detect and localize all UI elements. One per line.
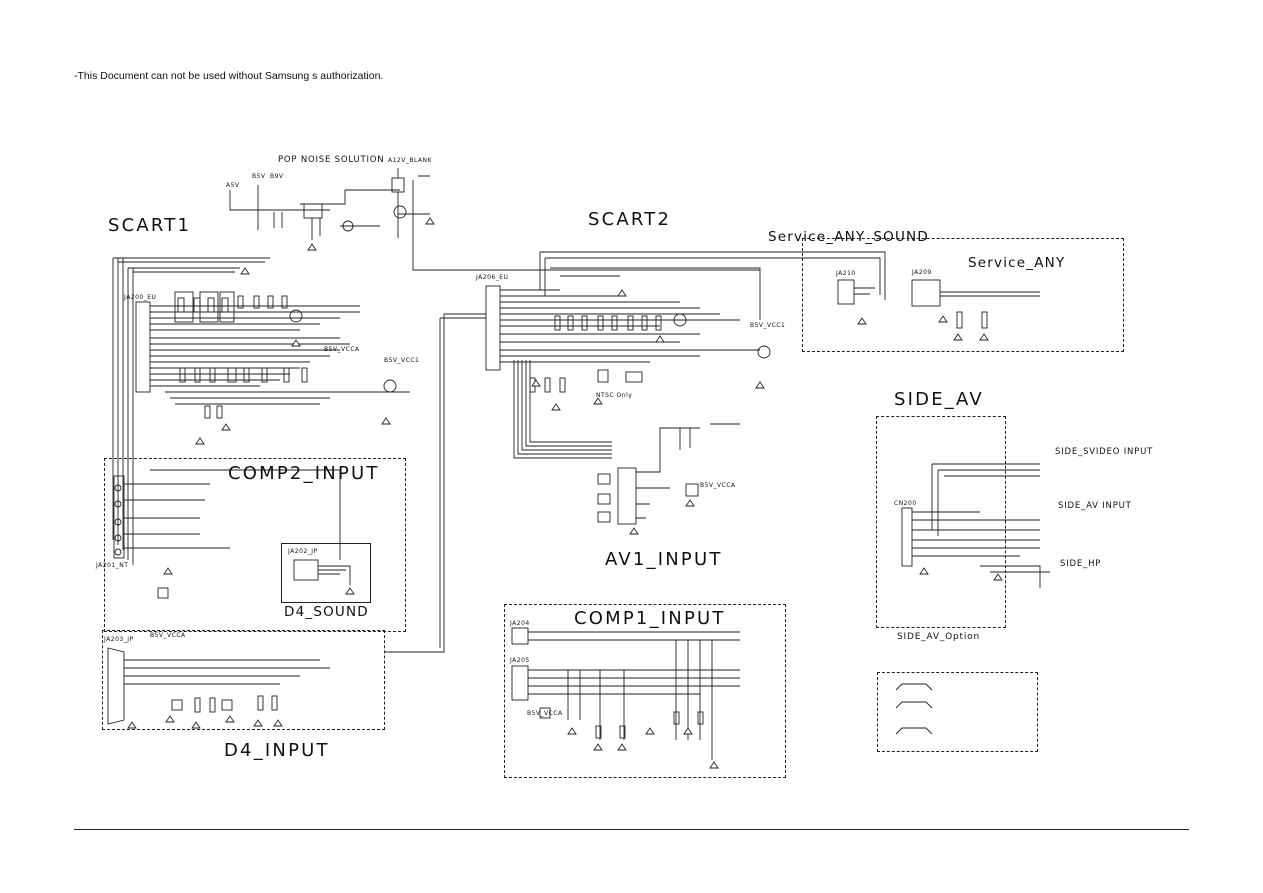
d4-input-circuit — [107, 647, 330, 725]
comp1-input-box — [504, 604, 786, 778]
side-hp-title: SIDE_HP — [1060, 559, 1102, 569]
d4-sound-title: D4_SOUND — [284, 604, 369, 620]
footer-rule — [74, 829, 1189, 830]
cn200-label: CN200 — [894, 500, 917, 507]
authorization-notice: -This Document can not be used without S… — [74, 70, 384, 82]
b5v-vcc1-label-2: B5V_VCC1 — [750, 322, 786, 329]
ja200-label: JA200_EU — [124, 294, 157, 301]
ntsc-only-label: NTSC Only — [596, 392, 633, 399]
service-circuit — [837, 279, 1040, 329]
scart1-connector — [135, 301, 151, 393]
side-svideo-title: SIDE_SVIDEO INPUT — [1055, 447, 1154, 457]
legend-symbols — [895, 683, 933, 735]
pop-noise-circuit — [229, 168, 760, 271]
comp2-input-title: COMP2_INPUT — [228, 463, 380, 484]
b5v-vcca-label-4: B5V_VCCA — [527, 710, 563, 717]
scart1-component-bank — [174, 291, 397, 419]
side-av-box — [876, 416, 1006, 628]
b5v-label: B5V — [252, 173, 266, 180]
av1-input-title: AV1_INPUT — [605, 549, 723, 570]
legend-box — [877, 672, 1038, 752]
scart2-title: SCART2 — [588, 209, 672, 230]
side-av-title: SIDE_AV — [894, 389, 984, 410]
service-any-sound-title: Service_ANY_SOUND — [768, 229, 929, 245]
ja202-label: JA202_JP — [288, 548, 318, 555]
side-av-input-title: SIDE_AV INPUT — [1058, 501, 1132, 511]
a12v-label: A12V_BLANK — [388, 157, 432, 164]
comp1-input-title: COMP1_INPUT — [574, 608, 726, 629]
b5v-vcca-label-2: B5V_VCCA — [700, 482, 736, 489]
side-av-option-title: SIDE_AV_Option — [897, 632, 980, 642]
comp2-input-circuit — [113, 469, 351, 599]
d4-input-title: D4_INPUT — [224, 740, 330, 761]
b5v-vcca-label: B5V_VCCA — [324, 346, 360, 353]
ja209-label: JA209 — [912, 269, 932, 276]
a5v-label: A5V — [226, 182, 240, 189]
ja203-label: JA203_JP — [104, 636, 134, 643]
ja201-label: JA201_NT — [96, 562, 129, 569]
comp1-input-circuit — [511, 627, 740, 760]
ja206-label: JA206_EU — [476, 274, 509, 281]
scart2-connector — [485, 285, 501, 371]
side-av-circuit — [901, 463, 1050, 588]
comp2-input-box — [104, 458, 406, 632]
ja210-label: JA210 — [836, 270, 856, 277]
pop-noise-title: POP NOISE SOLUTION — [278, 155, 385, 165]
ja205-label: JA205 — [510, 657, 530, 664]
b9v-label: B9V — [270, 173, 284, 180]
d4-input-box — [102, 630, 385, 730]
scart1-title: SCART1 — [108, 215, 192, 236]
b5v-vcca-label-3: B5V_VCCA — [150, 632, 186, 639]
service-any-title: Service_ANY — [968, 255, 1066, 271]
b5v-vcc1-label: B5V_VCC1 — [384, 357, 420, 364]
service-any-sound-box — [802, 238, 1124, 352]
av1-input-circuit — [597, 423, 740, 525]
ja204-label: JA204 — [510, 620, 530, 627]
d4-sound-box — [281, 543, 371, 603]
scart2-component-bank — [529, 313, 771, 393]
